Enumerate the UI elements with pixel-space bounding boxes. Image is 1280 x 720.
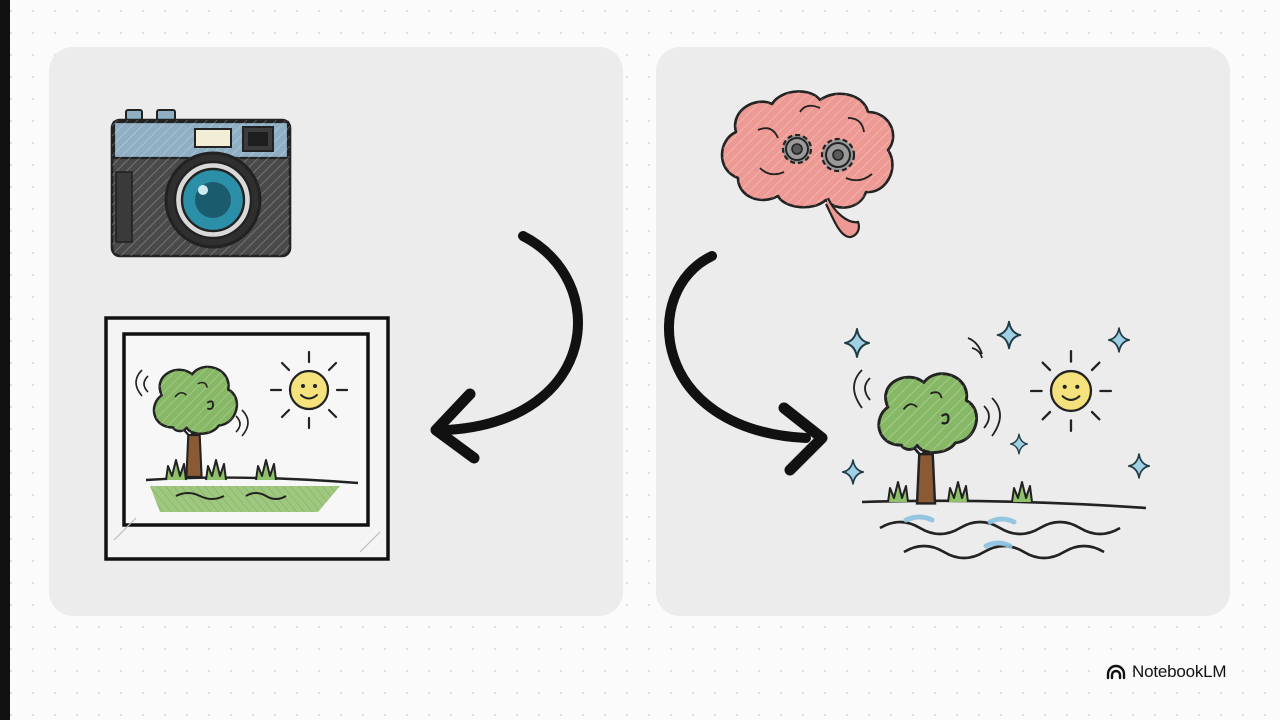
left-edge-bar [0, 0, 10, 720]
sun-icon [1029, 349, 1113, 433]
tree-icon [877, 372, 979, 505]
camera-icon [110, 109, 292, 258]
brain-gears-icon [720, 90, 895, 239]
enhanced-scene [841, 320, 1151, 560]
notebooklm-logo-icon [1106, 664, 1126, 680]
arrow-curved-right-icon [664, 251, 828, 476]
water-waves-icon [879, 514, 1121, 560]
picture-frame-icon [104, 316, 390, 561]
brand-name: NotebookLM [1132, 662, 1227, 681]
brand-watermark: NotebookLM [1106, 660, 1227, 684]
arrow-curved-left-icon [430, 231, 583, 464]
